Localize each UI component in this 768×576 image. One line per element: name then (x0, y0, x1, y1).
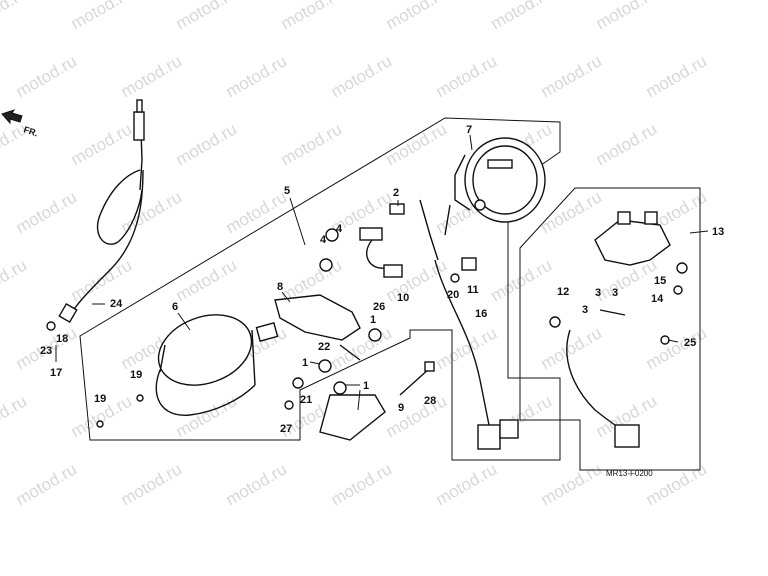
watermark-text: motod.ru (433, 51, 501, 101)
callout-label: 4 (336, 223, 343, 235)
watermark-text: motod.ru (538, 187, 606, 237)
callout-label: 23 (40, 345, 52, 357)
callout-label: 3 (582, 304, 588, 316)
watermark-text: motod.ru (278, 0, 346, 33)
watermark-text: motod.ru (383, 0, 451, 33)
watermark-text: motod.ru (488, 0, 556, 33)
callout-label: 24 (110, 298, 123, 310)
callout-label: 10 (397, 292, 409, 304)
watermark-text: motod.ru (538, 459, 606, 509)
watermark-text: motod.ru (0, 0, 30, 33)
callout-label: 1 (302, 357, 308, 369)
callout-label: 1 (370, 314, 376, 326)
watermark-text: motod.ru (118, 51, 186, 101)
callout-label: 13 (712, 226, 724, 238)
callout-label: 2 (393, 187, 399, 199)
mounting-brackets (255, 294, 435, 441)
speedometer-cable (46, 99, 145, 331)
callout-label: 17 (50, 367, 62, 379)
leader-lines (55, 134, 709, 411)
callout-label: 28 (424, 395, 436, 407)
watermark-text: motod.ru (68, 119, 136, 169)
watermark-text: motod.ru (383, 391, 451, 441)
watermark-text: motod.ru (173, 391, 241, 441)
assembly-boundaries (79, 117, 701, 471)
watermark-text: motod.ru (278, 119, 346, 169)
callout-label: 14 (651, 293, 664, 305)
callout-label: 11 (467, 284, 479, 296)
watermark-text: motod.ru (173, 0, 241, 33)
callout-label: 19 (94, 393, 106, 405)
watermark-text: motod.ru (328, 459, 396, 509)
watermark-text: motod.ru (68, 0, 136, 33)
watermark-text: motod.ru (433, 459, 501, 509)
drawing-code: MR13-F0200 (606, 469, 653, 478)
watermark-text: motod.ru (13, 459, 81, 509)
callout-label: 21 (300, 394, 312, 406)
callout-label: 20 (447, 289, 459, 301)
watermark-text: motod.ru (223, 51, 291, 101)
watermark-text: motod.ru (0, 391, 30, 441)
callout-labels: 1 1 1 2 3 3 3 4 4 5 6 7 8 9 10 11 12 13 … (40, 124, 724, 435)
watermark-text: motod.ru (0, 255, 30, 305)
callout-label: 8 (277, 281, 283, 293)
watermark-text: motod.ru (643, 51, 711, 101)
watermark-text: motod.ru (593, 0, 661, 33)
callout-label: 9 (398, 402, 404, 414)
watermark-text: motod.ru (223, 187, 291, 237)
watermark-text: motod.ru (223, 459, 291, 509)
callout-label: 22 (318, 341, 330, 353)
watermark-text: motod.ru (68, 255, 136, 305)
watermark-text: motod.ru (593, 119, 661, 169)
callout-label: 15 (654, 275, 666, 287)
front-arrow-icon: FR. (1, 109, 39, 138)
callout-label: 12 (557, 286, 569, 298)
callout-label: 19 (130, 369, 142, 381)
callout-label: 16 (475, 308, 487, 320)
callout-label: 6 (172, 301, 178, 313)
callout-label: 25 (684, 337, 696, 349)
watermark-text: motod.ru (383, 119, 451, 169)
front-indicator-label: FR. (22, 124, 39, 138)
indicator-unit (549, 211, 688, 448)
watermark-text: motod.ru (13, 187, 81, 237)
speedometer-unit (319, 137, 546, 450)
callout-label: 27 (280, 423, 292, 435)
watermark-text: motod.ru (538, 51, 606, 101)
watermark-text: motod.ru (118, 459, 186, 509)
callout-label: 4 (320, 234, 327, 246)
callout-label: 7 (466, 124, 472, 136)
watermark-text: motod.ru (13, 51, 81, 101)
callout-label: 1 (363, 380, 369, 392)
callout-label: 18 (56, 333, 68, 345)
callout-label: 3 (612, 287, 618, 299)
watermark-text: motod.ru (538, 323, 606, 373)
callout-label: 5 (284, 185, 290, 197)
watermark-text: motod.ru (383, 255, 451, 305)
watermark-text: motod.ru (488, 255, 556, 305)
watermark-text: motod.ru (173, 119, 241, 169)
callout-label: 26 (373, 301, 385, 313)
callout-label: 3 (595, 287, 601, 299)
watermark-text: motod.ru (173, 255, 241, 305)
watermark-text: motod.ru (328, 51, 396, 101)
meter-case (96, 314, 256, 428)
watermark-text: motod.ru (433, 323, 501, 373)
